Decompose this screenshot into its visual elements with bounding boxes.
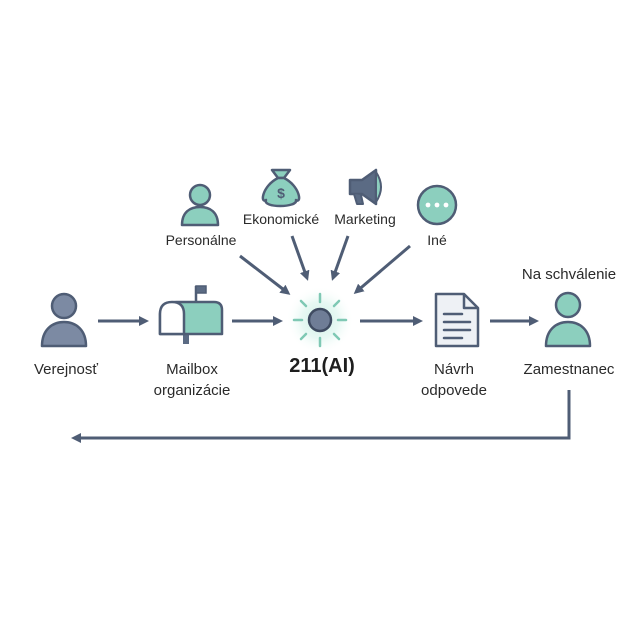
- arrow-marketing-to-ai: [330, 235, 350, 281]
- arrow-economic-to-ai: [290, 235, 310, 281]
- arrow-other-to-ai: [353, 244, 411, 294]
- ai-glow-rays: [292, 292, 348, 348]
- other-label: Iné: [427, 232, 447, 248]
- document-icon: [434, 292, 480, 348]
- economic-label: Ekonomické: [242, 211, 320, 227]
- approval-label: Na schválenie: [521, 266, 617, 283]
- personal-label: Personálne: [165, 232, 237, 248]
- marketing-label: Marketing: [334, 211, 396, 227]
- megaphone-icon: [348, 168, 382, 206]
- mailbox-label: Mailbox organizácie: [153, 361, 231, 399]
- mailbox-icon: [158, 285, 224, 344]
- svg-text:$: $: [277, 185, 285, 201]
- employee-label: Zamestnanec: [523, 361, 615, 378]
- public-label: Verejnosť: [34, 361, 98, 378]
- ai-node: [286, 286, 354, 354]
- draft-label: Návrh odpovede: [421, 361, 487, 399]
- return-loop-arrow: [71, 390, 571, 443]
- public-person-icon: [40, 292, 88, 348]
- ai-label: 211(AI): [289, 355, 355, 377]
- money-bag-icon: $: [261, 168, 301, 208]
- arrow-personal-to-ai: [239, 254, 291, 295]
- ai-core-icon: [307, 307, 333, 333]
- employee-person-icon: [544, 291, 592, 348]
- person-icon: [180, 183, 220, 227]
- chat-bubble-icon: [416, 184, 458, 226]
